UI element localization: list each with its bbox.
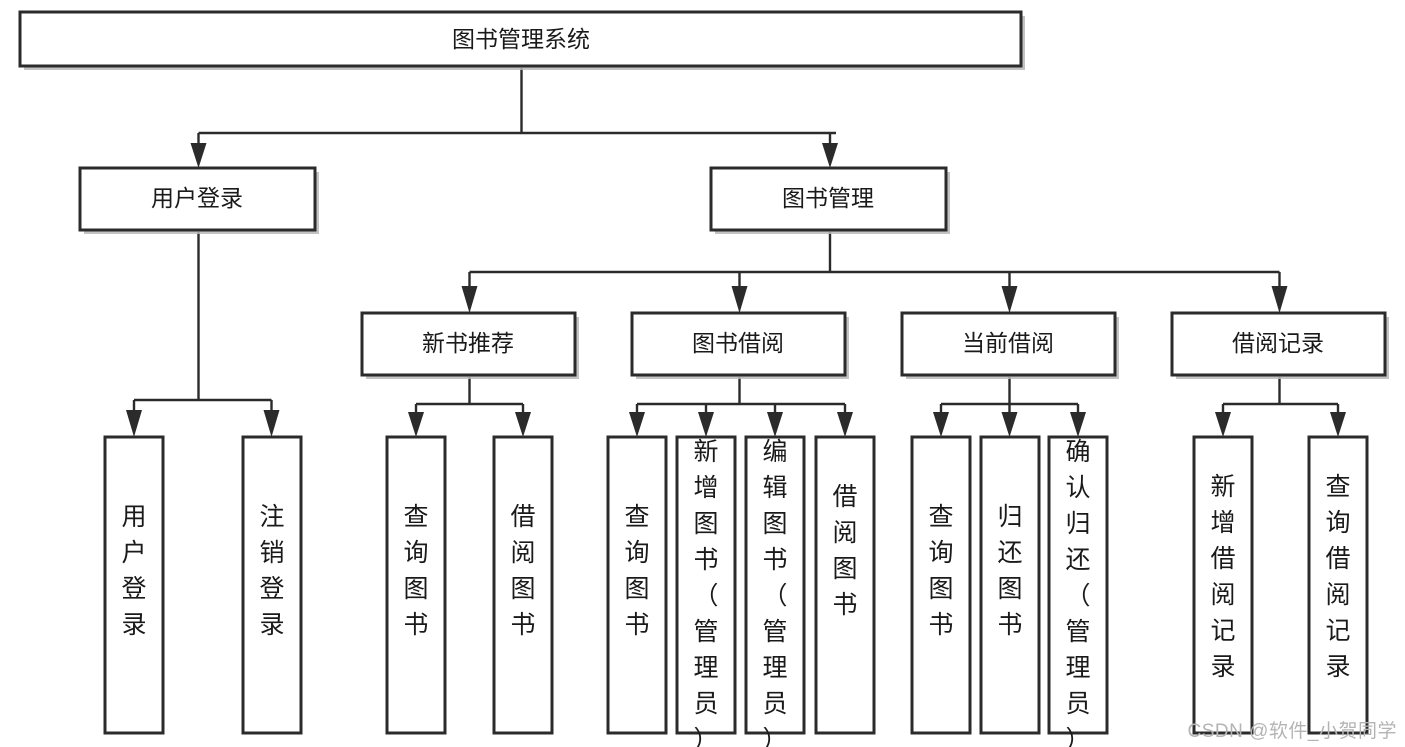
arrowhead-leaf4: [515, 412, 531, 437]
node-leaf12-box: [1192, 435, 1254, 735]
arrowhead-leaf10: [1001, 412, 1018, 437]
arrowhead-leaf11: [1070, 412, 1086, 437]
node-leaf6-box: [675, 435, 737, 735]
node-current-box: [900, 311, 1117, 377]
node-root-box: [18, 10, 1023, 68]
node-leaf6[interactable]: 新增图书（管理员）: [675, 435, 737, 747]
node-records-label: 借阅记录: [1232, 330, 1324, 356]
arrowhead-leaf13: [1330, 412, 1346, 437]
node-leaf9-box: [910, 435, 972, 735]
node-leaf7-label: 编辑图书（管理员）: [762, 438, 787, 747]
node-leaf4-box: [492, 435, 554, 735]
node-leaf10-box: [979, 435, 1041, 735]
node-borrow[interactable]: 图书借阅: [630, 311, 849, 379]
node-leaf13-box: [1307, 435, 1369, 735]
node-leaf8-label: 借阅图书: [832, 483, 857, 619]
arrowhead-current: [1001, 286, 1018, 313]
arrowhead-leaf6: [698, 412, 714, 437]
node-leaf10[interactable]: 归还图书: [979, 435, 1041, 735]
arrowhead-leaf5: [629, 412, 645, 437]
node-leaf5[interactable]: 查询图书: [606, 435, 668, 735]
arrowhead-records: [1271, 286, 1288, 313]
node-records[interactable]: 借阅记录: [1170, 311, 1389, 379]
arrowhead-borrow: [731, 286, 748, 313]
arrowhead-leaf8: [837, 412, 853, 437]
node-leaf4[interactable]: 借阅图书: [492, 435, 554, 735]
node-leaf11[interactable]: 确认归还（管理员）: [1047, 435, 1109, 747]
node-root-label: 图书管理系统: [452, 26, 590, 52]
node-leaf7-box: [744, 435, 806, 735]
node-leaf10-label: 归还图书: [997, 503, 1022, 639]
node-root[interactable]: 图书管理系统: [18, 10, 1025, 70]
node-borrow-label: 图书借阅: [692, 330, 784, 356]
node-leaf2[interactable]: 注销登录: [241, 435, 303, 735]
arrowhead-bookmgmt: [822, 143, 838, 168]
node-current-label: 当前借阅: [962, 330, 1054, 356]
node-leaf7[interactable]: 编辑图书（管理员）: [744, 435, 806, 747]
node-leaf5-label: 查询图书: [624, 503, 649, 639]
node-login-label: 用户登录: [151, 185, 243, 211]
node-leaf11-box: [1047, 435, 1109, 735]
node-leaf8[interactable]: 借阅图书: [814, 435, 876, 735]
node-leaf12-label: 新增借阅记录: [1210, 473, 1235, 681]
arrowhead-leaf7: [767, 412, 783, 437]
arrowhead-login: [190, 143, 207, 168]
node-leaf3-box: [385, 435, 447, 735]
node-leaf4-label: 借阅图书: [510, 503, 535, 639]
arrowhead-leaf3: [408, 412, 424, 437]
node-leaf8-box: [814, 435, 876, 735]
node-newbook[interactable]: 新书推荐: [360, 311, 579, 379]
node-leaf1-label: 用户登录: [121, 503, 146, 639]
node-newbook-box: [360, 311, 577, 377]
node-borrow-box: [630, 311, 847, 377]
node-bookmgmt[interactable]: 图书管理: [709, 166, 950, 234]
edge-layer: [126, 68, 1346, 437]
arrowhead-leaf1: [126, 410, 142, 437]
node-bookmgmt-box: [709, 166, 948, 232]
node-leaf11-label: 确认归还（管理员）: [1065, 438, 1090, 747]
node-leaf3-label: 查询图书: [403, 503, 428, 639]
node-leaf2-label: 注销登录: [259, 503, 284, 639]
arrowhead-leaf12: [1215, 412, 1231, 437]
node-layer: 图书管理系统 用户登录 图书管理 新书推荐: [18, 10, 1389, 747]
node-leaf13-label: 查询借阅记录: [1325, 473, 1350, 681]
node-leaf3[interactable]: 查询图书: [385, 435, 447, 735]
node-login[interactable]: 用户登录: [78, 166, 319, 234]
node-leaf1[interactable]: 用户登录: [103, 435, 165, 735]
arrowhead-leaf9: [933, 412, 949, 437]
node-leaf5-box: [606, 435, 668, 735]
node-leaf13[interactable]: 查询借阅记录: [1307, 435, 1369, 735]
node-leaf9[interactable]: 查询图书: [910, 435, 972, 735]
node-bookmgmt-label: 图书管理: [782, 185, 874, 211]
node-records-box: [1170, 311, 1387, 377]
node-leaf12[interactable]: 新增借阅记录: [1192, 435, 1254, 735]
node-login-box: [78, 166, 317, 232]
node-current[interactable]: 当前借阅: [900, 311, 1119, 379]
node-newbook-label: 新书推荐: [422, 330, 514, 356]
node-leaf2-box: [241, 435, 303, 735]
arrowhead-leaf2: [263, 410, 280, 437]
node-leaf9-label: 查询图书: [928, 503, 953, 639]
node-leaf1-box: [103, 435, 165, 735]
node-leaf6-label: 新增图书（管理员）: [693, 438, 718, 747]
arrowhead-newbook: [461, 286, 478, 313]
